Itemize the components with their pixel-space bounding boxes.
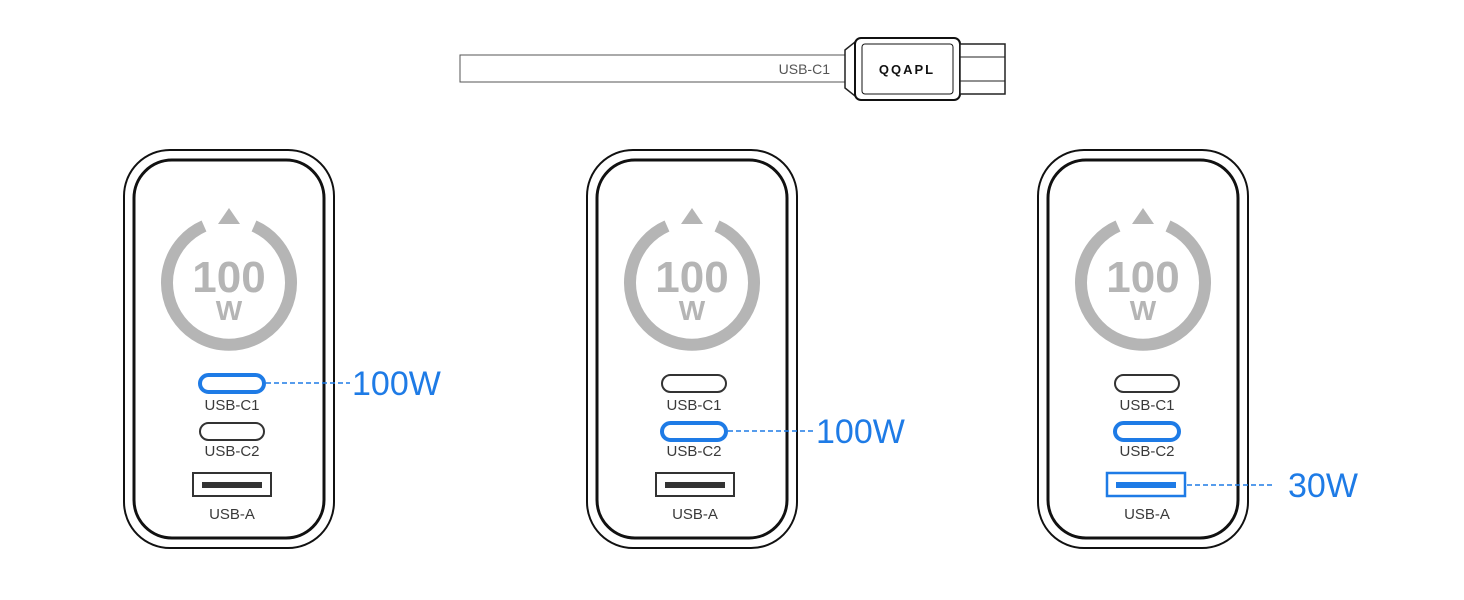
port-usb-a-tongue bbox=[1116, 482, 1176, 488]
port-usb-a-tongue bbox=[665, 482, 725, 488]
charger-2: 100 W USB-C1 USB-C2 USB-A 100W bbox=[586, 149, 905, 549]
charger-3: 100 W USB-C1 USB-C2 USB-A 30W bbox=[1037, 149, 1358, 549]
cable-label: USB-C1 bbox=[779, 61, 831, 77]
ring-arc bbox=[1075, 220, 1211, 351]
port-usb-c1 bbox=[1114, 374, 1180, 393]
output-wattage: 100W bbox=[816, 413, 905, 451]
cable-plug-tip bbox=[959, 43, 1006, 95]
cable-connector-inner bbox=[861, 43, 954, 95]
power-ring-icon: 100 W bbox=[624, 208, 760, 351]
ring-number: 100 bbox=[1106, 253, 1179, 302]
port-label-usb-c2: USB-C2 bbox=[1119, 443, 1174, 460]
port-label-usb-c2: USB-C2 bbox=[204, 443, 259, 460]
port-label-usb-a: USB-A bbox=[672, 506, 718, 523]
port-usb-c2 bbox=[199, 422, 265, 441]
ring-number: 100 bbox=[192, 253, 265, 302]
cable-brand: QQAPL bbox=[879, 62, 935, 77]
output-wattage: 100W bbox=[352, 365, 441, 403]
power-ring-icon: 100 W bbox=[1075, 208, 1211, 351]
ring-arrow bbox=[218, 208, 240, 224]
port-label-usb-c1: USB-C1 bbox=[204, 397, 259, 414]
port-label-usb-a: USB-A bbox=[209, 506, 255, 523]
port-label-usb-c1: USB-C1 bbox=[666, 397, 721, 414]
port-usb-c2 bbox=[660, 421, 728, 442]
port-label-usb-c2: USB-C2 bbox=[666, 443, 721, 460]
output-wattage: 30W bbox=[1288, 467, 1358, 505]
cable-strain-relief bbox=[844, 40, 856, 98]
port-label-usb-c1: USB-C1 bbox=[1119, 397, 1174, 414]
ring-arrow bbox=[681, 208, 703, 224]
ring-arrow bbox=[1132, 208, 1154, 224]
port-usb-c1 bbox=[661, 374, 727, 393]
port-label-usb-a: USB-A bbox=[1124, 506, 1170, 523]
port-usb-c1 bbox=[198, 373, 266, 394]
cable-body bbox=[459, 54, 846, 83]
port-usb-a-tongue bbox=[202, 482, 262, 488]
ring-number: 100 bbox=[655, 253, 728, 302]
ring-unit: W bbox=[216, 295, 243, 326]
ring-arc bbox=[161, 220, 297, 351]
ring-unit: W bbox=[679, 295, 706, 326]
power-ring-icon: 100 W bbox=[161, 208, 297, 351]
ring-arc bbox=[624, 220, 760, 351]
ring-unit: W bbox=[1130, 295, 1157, 326]
usb-c-cable: USB-C1 QQAPL bbox=[459, 37, 1006, 101]
charger-1: 100 W USB-C1 USB-C2 USB-A 100W bbox=[123, 149, 441, 549]
port-usb-c2 bbox=[1113, 421, 1181, 442]
